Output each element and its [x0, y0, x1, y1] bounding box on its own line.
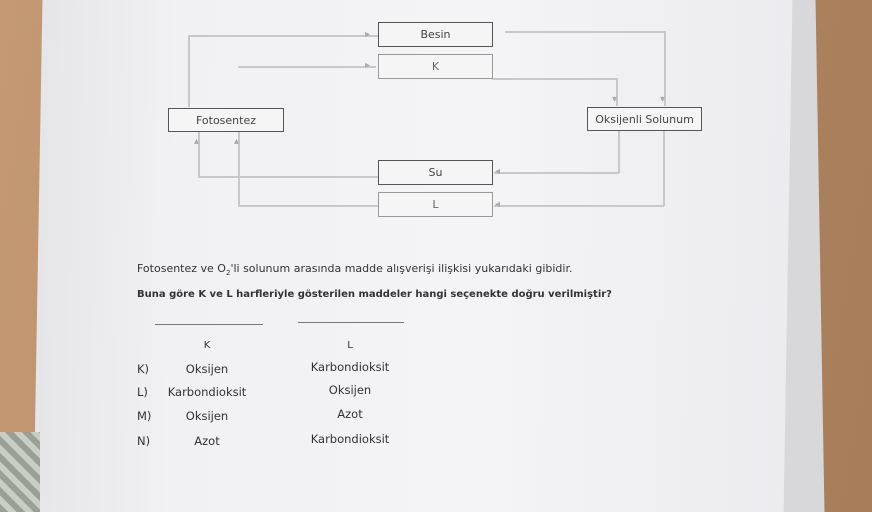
k-label: K — [431, 60, 440, 73]
su-label: Su — [428, 166, 443, 179]
column-header-k: K — [203, 340, 211, 351]
connector-line — [492, 78, 617, 80]
option-k-value-k: Oksijen — [185, 362, 229, 376]
option-letter-l[interactable]: L) — [137, 385, 148, 399]
question-prompt: Buna göre K ve L harfleriyle gösterilen … — [137, 289, 612, 300]
option-letter-n[interactable]: N) — [137, 434, 151, 448]
connector-line — [238, 66, 376, 68]
k-box: K — [378, 54, 493, 79]
connector-line — [198, 131, 200, 177]
oksijenli-solunum-box: Oksijenli Solunum — [587, 107, 702, 131]
connector-line — [494, 205, 664, 207]
question-statement-part: Fotosentez ve O — [137, 262, 226, 275]
arrow-head: ◂ — [495, 199, 501, 210]
connector-line — [616, 78, 618, 106]
l-label: L — [432, 198, 439, 211]
header-rule-k — [155, 324, 263, 325]
connector-line — [238, 205, 378, 207]
besin-box: Besin — [378, 22, 493, 47]
connector-line — [198, 176, 378, 178]
besin-label: Besin — [420, 28, 451, 41]
connector-line — [664, 31, 666, 106]
option-letter-k[interactable]: K) — [137, 362, 150, 376]
connector-line — [188, 35, 378, 37]
fotosentez-box: Fotosentez — [168, 108, 284, 132]
fotosentez-label: Fotosentez — [195, 113, 257, 127]
option-m-value-k: Oksijen — [185, 409, 229, 423]
connector-line — [494, 172, 619, 174]
su-box: Su — [378, 160, 493, 185]
connector-line — [618, 131, 620, 173]
option-n-value-k: Azot — [194, 434, 220, 448]
option-k-value-l: Karbondioksit — [310, 360, 390, 374]
arrow-head: ▴ — [234, 136, 240, 147]
column-header-l: L — [347, 340, 353, 351]
option-m-value-l: Azot — [337, 407, 363, 421]
arrow-head: ▾ — [612, 94, 618, 105]
arrow-head: ▴ — [194, 136, 200, 147]
question-statement-part: 'li solunum arasında madde alışverişi il… — [230, 262, 573, 275]
connector-line — [238, 131, 240, 206]
option-l-value-l: Oksijen — [328, 383, 372, 397]
connector-line — [188, 35, 190, 107]
oksijenli-solunum-label: Oksijenli Solunum — [595, 112, 694, 126]
arrow-head: ▸ — [365, 29, 371, 40]
question-statement: Fotosentez ve O2'li solunum arasında mad… — [137, 262, 572, 277]
connector-line — [663, 131, 665, 206]
cloth-corner — [0, 432, 40, 512]
option-letter-m[interactable]: M) — [137, 409, 152, 423]
option-l-value-k: Karbondioksit — [167, 385, 247, 399]
arrow-head: ◂ — [495, 166, 501, 177]
l-box: L — [378, 192, 493, 217]
arrow-head: ▾ — [660, 94, 666, 105]
connector-line — [505, 31, 665, 33]
header-rule-l — [298, 322, 404, 323]
o2-subscript: 2 — [225, 269, 231, 278]
option-n-value-l: Karbondioksit — [310, 432, 390, 446]
arrow-head: ▸ — [365, 60, 371, 71]
